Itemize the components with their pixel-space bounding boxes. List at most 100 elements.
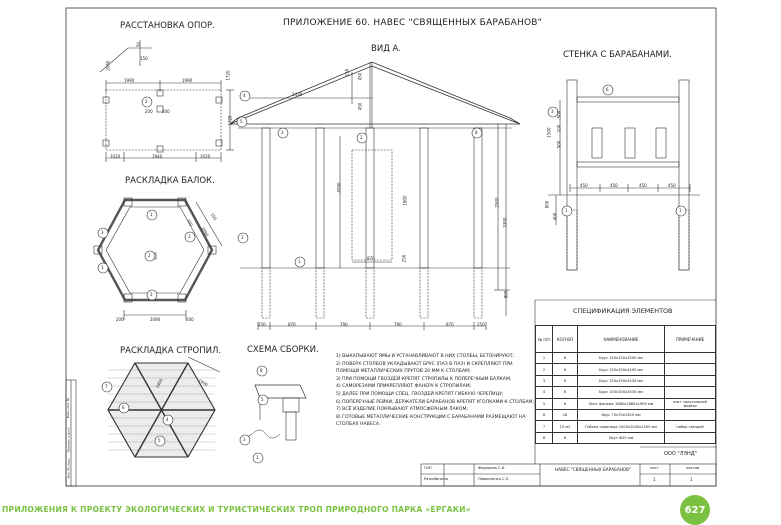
callout-number: 8: [475, 130, 478, 135]
table-row: 4 6 Брус 100х100х2430 мм: [535, 386, 716, 399]
dim-label: 1800: [402, 195, 408, 206]
callout-rafters-7: [101, 381, 113, 393]
note-line: 8) ГОТОВЫЕ МЕТАЛЛИЧЕСКИЕ КОНСТРУКЦИИ С Б…: [336, 414, 526, 420]
doc-name: НАВЕС "СВЯЩЕННЫХ БАРАБАНОВ": [555, 467, 631, 472]
table-cell: 18: [552, 408, 578, 422]
table-cell: 6: [552, 397, 578, 410]
callout-assembly-1: [252, 452, 264, 464]
callout-number: 1: [565, 208, 568, 213]
table-cell: [664, 408, 716, 422]
table-cell: 15 м2: [552, 420, 578, 433]
assembly-scheme: [242, 384, 307, 441]
dim-label: 1720: [227, 115, 233, 126]
footer-caption: ПРИЛОЖЕНИЯ К ПРОЕКТУ ЭКОЛОГИЧЕСКИХ И ТУР…: [2, 505, 471, 514]
sheet-frame: [65, 7, 717, 487]
sheet-number: 1: [653, 477, 656, 482]
dim-label: 1940: [152, 154, 163, 159]
supports-plan: [99, 40, 234, 162]
callout-beams-1: [146, 209, 158, 221]
table-row: 6 18 Брус 70х70х1300 мм: [535, 408, 716, 422]
callout-number: 4: [243, 93, 246, 98]
table-cell: Лист фанеры 1880х1880х1900 мм: [577, 397, 665, 410]
note-line: 1) ВЫКАПЫВАЮТ ЯМЫ И УСТАНАВЛИВАЮТ В НИХ …: [336, 354, 515, 359]
person-name: Федорова С.Н.: [478, 466, 506, 470]
table-cell: 6: [552, 386, 578, 399]
dim-label: 2050: [105, 60, 111, 71]
dim-label: 200: [186, 317, 194, 322]
callout-number: 1: [298, 259, 301, 264]
note-line: СТОЛБАХ НАВЕСА.: [336, 422, 381, 428]
table-cell: 7: [535, 420, 553, 433]
spec-col-header: № п/п: [535, 325, 553, 353]
callout-view-3a: [277, 127, 289, 139]
callout-assembly-5: [257, 394, 269, 406]
dim-label: 4550: [336, 182, 342, 193]
callout-number: 5: [158, 438, 161, 443]
callout-view-8: [471, 127, 483, 139]
assembly-notes: 1) ВЫКАПЫВАЮТ ЯМЫ И УСТАНАВЛИВАЮТ В НИХ …: [336, 353, 534, 429]
role-label: Разработала: [424, 477, 448, 481]
table-cell: 6: [552, 363, 578, 376]
spec-title: СПЕЦИФИКАЦИЯ ЭЛЕМЕНТОВ: [573, 307, 673, 315]
dim-label: 400: [552, 212, 558, 221]
side-stamp-label: Инв. № подл.: [66, 457, 71, 479]
table-cell: [664, 386, 716, 399]
callout-number: 1: [150, 212, 153, 217]
dim-label: 1720: [225, 70, 231, 81]
dim-label: 100: [556, 124, 562, 133]
spec-col-header: КОЛ-ВО: [552, 325, 578, 353]
note-line: ПОМОЩИ МЕТАЛЛИЧЕСКИХ ПРУТОВ 20 ММ К СТОЛ…: [336, 369, 471, 375]
main-title: ПРИЛОЖЕНИЕ 60. НАВЕС "СВЯЩЕННЫХ БАРАБАНО…: [283, 18, 543, 28]
dim-label: 870: [367, 256, 375, 261]
callout-supports-2: [141, 96, 153, 108]
callout-wall-6: [602, 84, 614, 96]
table-cell: лист треугольной формы: [664, 397, 716, 410]
org-name: ООО "ЛЭНД": [664, 451, 697, 457]
callout-rafters-5: [154, 435, 166, 447]
rafters-title: РАСКЛАДКА СТРОПИЛ.: [120, 346, 222, 356]
dim-label: 1020: [200, 154, 211, 159]
table-cell: 6: [552, 431, 578, 445]
note-line: 4) САМОРЕЗАМИ ПРИКРЕПЛЯЮТ ФАНЕРУ К СТРОП…: [336, 384, 472, 390]
spec-table: № п/п КОЛ-ВО НАИМЕНОВАНИЕ ПРИМЕЧАНИЕ 1 6…: [535, 325, 716, 445]
dim-label: 800: [544, 200, 550, 209]
note-line: 2) ПОВЕРХ СТОЛБОВ УКЛАДЫВАЮТ БРУС (ПАЗ В…: [336, 361, 513, 367]
dim-label: 1020: [110, 154, 121, 159]
dim-label: 200: [145, 109, 153, 114]
dim-label: 250: [258, 322, 266, 327]
callout-number: 1: [679, 208, 682, 213]
person-name: Лавриненко С.З.: [478, 477, 510, 481]
dim-label: 1990: [124, 78, 135, 83]
dim-label: 450: [639, 183, 647, 188]
callout-number: 3: [243, 437, 246, 442]
callout-number: 2: [145, 99, 148, 104]
dim-label: 450: [357, 72, 363, 81]
callout-view-2: [356, 132, 368, 144]
view-a: [229, 61, 521, 330]
dim-label: 2090: [150, 317, 161, 322]
dim-label: 790: [394, 322, 402, 327]
callout-beams-3a: [97, 227, 109, 239]
page-number: 627: [684, 504, 706, 516]
wall-title: СТЕНКА С БАРАБАНАМИ.: [563, 50, 672, 60]
table-cell: Прут Ф20 мм: [577, 431, 665, 445]
callout-number: 3: [281, 130, 284, 135]
dim-label: 150: [140, 56, 148, 61]
beams-plan: [93, 197, 223, 320]
callout-number: 3: [101, 265, 104, 270]
callout-assembly-3: [239, 434, 251, 446]
dim-label: 2430: [292, 92, 303, 97]
callout-number: 3: [551, 109, 554, 114]
callout-number: 2: [148, 253, 151, 258]
callout-number: 6: [606, 87, 609, 92]
dim-label: 450: [610, 183, 618, 188]
callout-beams-3d: [146, 289, 158, 301]
table-cell: 6: [552, 374, 578, 388]
table-cell: [664, 374, 716, 388]
table-cell: Брус 70х70х1300 мм: [577, 408, 665, 422]
dim-label: 500: [556, 140, 562, 149]
callout-number: 8: [260, 368, 263, 373]
drum-wall: [548, 79, 700, 271]
dim-label: 800: [503, 290, 509, 299]
